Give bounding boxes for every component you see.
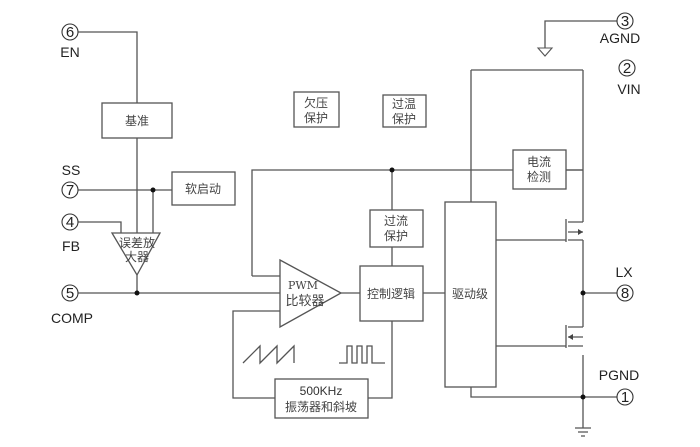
pin-pgnd-label: PGND [599,367,639,383]
ocp-block: 过流 保护 [369,209,424,248]
soft-start-label: 软启动 [185,182,221,196]
ocp-label-1: 过流 [384,214,408,228]
junction-dot [150,187,156,193]
otp-label-2: 保护 [392,112,416,126]
pin-fb-number: 4 [66,214,74,231]
pin-en-number: 6 [66,24,74,41]
otp-label-1: 过温 [392,97,416,111]
pin-ss-number: 7 [66,182,74,199]
control-logic-label: 控制逻辑 [367,287,415,301]
agnd-ground-icon [536,47,554,57]
pwm-comparator: PWM 比较器 [279,258,343,329]
oscillator-block: 500KHz 振荡器和斜坡 [274,378,369,419]
pin-lx: 8 LX [615,264,634,302]
wire-ramp [232,310,280,399]
high-side-mosfet-icon [558,219,583,242]
pin-pgnd: 1 PGND [599,367,639,406]
wire-fb [78,221,122,234]
pin-lx-number: 8 [621,285,629,302]
wire-clock [368,321,393,399]
error-amp-label-1: 误差放 [119,235,155,250]
reference-block: 基准 [101,102,173,139]
low-side-mosfet-icon [558,325,583,348]
pin-fb: 4 FB [61,213,80,254]
otp-block: 过温 保护 [382,94,427,128]
pin-vin: 2 VIN [617,59,641,97]
sawtooth-wave-icon [242,344,295,365]
pin-comp: 5 COMP [51,284,93,326]
oscillator-label: 振荡器和斜坡 [285,400,357,414]
comparator-label: 比较器 [285,294,324,309]
pin-ss-label: SS [62,162,81,178]
driver-label: 驱动级 [452,287,488,301]
pin-en: 6 EN [60,23,80,60]
uvlo-block: 欠压 保护 [293,91,340,128]
pgnd-ground-icon [575,427,591,437]
pwm-label: PWM [288,279,318,292]
error-amplifier: 误差放 大器 [110,232,162,277]
reference-label: 基准 [125,114,149,128]
current-sense-label-2: 检测 [527,169,551,184]
pin-comp-number: 5 [66,285,74,302]
error-amp-label-2: 大器 [125,250,149,264]
pin-agnd: 3 AGND [600,12,640,46]
wire-agnd [544,20,617,48]
pin-vin-number: 2 [623,60,631,77]
junction-dot [580,290,586,296]
square-wave-icon [339,345,385,364]
ocp-label-2: 保护 [384,229,408,243]
soft-start-block: 软启动 [171,171,236,206]
control-logic-block: 控制逻辑 [359,265,424,322]
junction-dot [580,394,586,400]
pin-en-label: EN [60,44,79,60]
pin-ss: 7 SS [61,162,81,199]
pin-agnd-number: 3 [621,13,629,30]
pin-fb-label: FB [62,238,80,254]
pin-agnd-label: AGND [600,30,640,46]
wire-protection-bus [251,169,583,276]
junction-dot [134,290,140,296]
oscillator-frequency-label: 500KHz [300,384,343,398]
current-sense-label-1: 电流 [527,155,551,169]
current-sense-block: 电流 检测 [512,149,567,190]
junction-dot [389,167,395,173]
uvlo-label-2: 保护 [304,111,328,125]
pin-comp-label: COMP [51,310,93,326]
uvlo-label-1: 欠压 [304,95,328,110]
pin-lx-label: LX [615,264,633,280]
driver-block: 驱动级 [444,201,497,388]
pin-vin-label: VIN [617,81,640,97]
wire-en [78,31,138,103]
pin-pgnd-number: 1 [621,389,629,406]
wire-driver-pgnd [470,387,617,398]
